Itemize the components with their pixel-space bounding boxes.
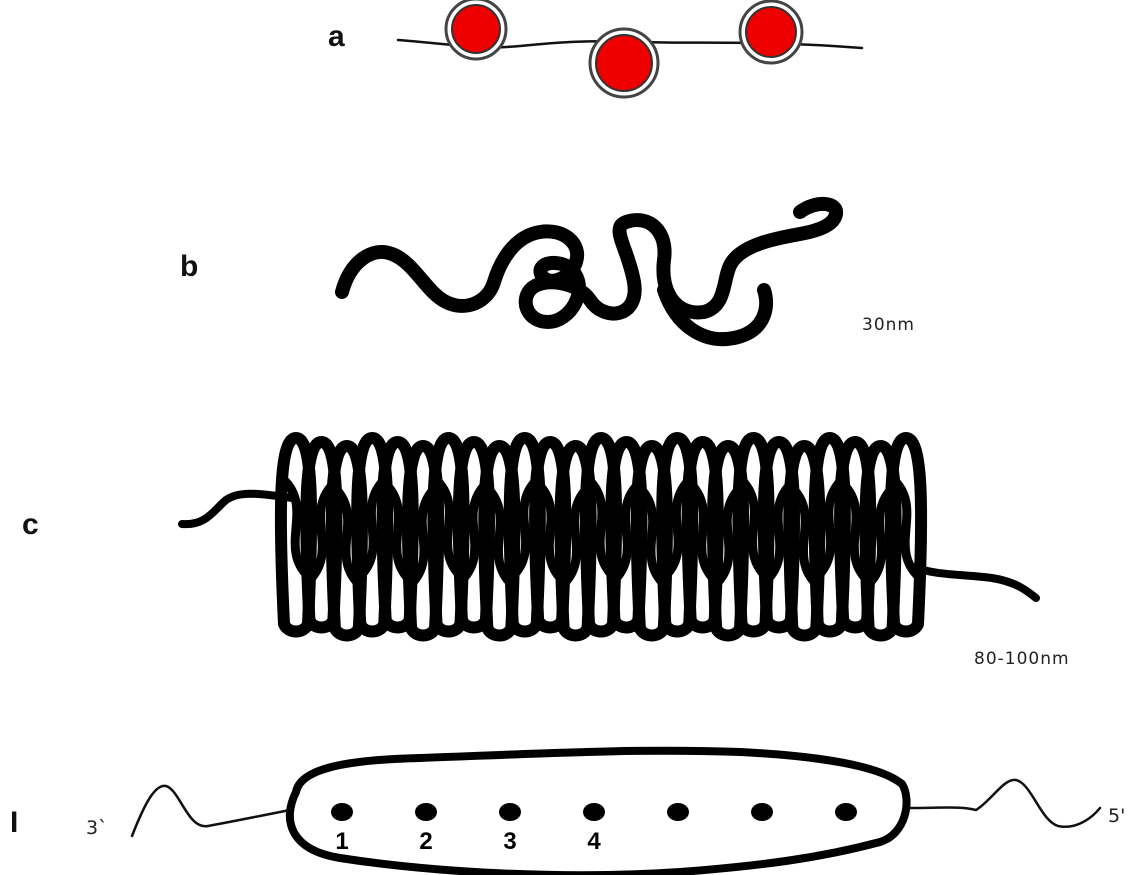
dot-number-label: 1 [335, 828, 348, 855]
coiled-fiber-80-100nm [281, 438, 921, 636]
nucleosome-2 [590, 29, 658, 97]
panel-d: I 3` 5' 1 2 3 4 [10, 751, 1125, 875]
dot-number-label: 3 [503, 828, 516, 855]
fiber-right-tail [910, 566, 1036, 598]
five-prime-end-label: 5' [1108, 805, 1125, 827]
three-prime-end-label: 3` [86, 817, 108, 839]
loop-dot [331, 803, 353, 821]
panel-c-label: c [22, 508, 39, 541]
loop-dot [751, 803, 773, 821]
panel-b-size-label: 30nm [862, 315, 915, 335]
right-dna-strand [910, 780, 1100, 827]
panel-b: b 30nm [180, 204, 915, 339]
panel-a-label: a [328, 20, 345, 53]
nucleosome-3 [740, 1, 802, 63]
left-dna-strand [132, 786, 290, 836]
loop-dot [667, 803, 689, 821]
panel-c-size-label: 80-100nm [974, 649, 1070, 669]
loop-dot [583, 803, 605, 821]
dot-number-label: 2 [419, 828, 432, 855]
dot-number-label: 4 [587, 828, 601, 855]
loop-dot [835, 803, 857, 821]
loop-dot [415, 803, 437, 821]
loop-dot [499, 803, 521, 821]
dot-row: 1 2 3 4 [331, 803, 857, 855]
panel-c: c 80-100nm [22, 438, 1070, 669]
panel-a: a [328, 0, 862, 97]
panel-b-label: b [180, 250, 198, 283]
panel-d-label: I [10, 806, 18, 839]
nucleosome-1 [446, 0, 506, 59]
